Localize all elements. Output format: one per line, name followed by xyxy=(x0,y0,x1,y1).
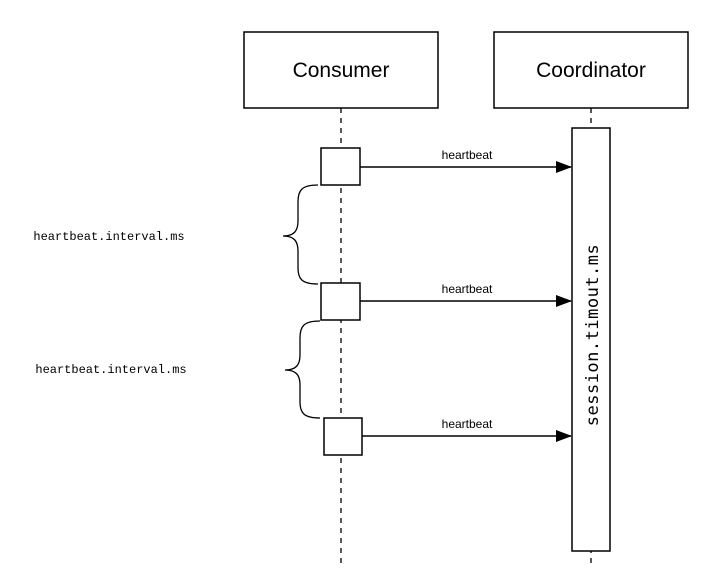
session-timeout-label: session.timout.ms xyxy=(583,244,603,427)
heartbeat-label-2: heartbeat xyxy=(442,282,493,296)
heartbeat-label-1: heartbeat xyxy=(442,148,493,162)
interval-brace-1: heartbeat.interval.ms xyxy=(33,184,319,285)
interval-label-1: heartbeat.interval.ms xyxy=(33,230,184,244)
interval-label-2: heartbeat.interval.ms xyxy=(35,363,186,377)
curly-brace-2 xyxy=(284,320,321,419)
consumer-activation-2 xyxy=(320,282,361,321)
consumer-activation-3 xyxy=(323,417,363,456)
heartbeat-message-3: heartbeat xyxy=(323,417,572,456)
consumer-label: Consumer xyxy=(293,59,390,82)
coordinator-label: Coordinator xyxy=(536,59,646,82)
heartbeat-message-2: heartbeat xyxy=(320,282,572,321)
session-timeout-activation xyxy=(571,127,611,552)
heartbeat-label-3: heartbeat xyxy=(442,417,493,431)
consumer-activation-1 xyxy=(320,147,361,186)
coordinator-participant: Coordinator xyxy=(493,31,689,109)
interval-brace-2: heartbeat.interval.ms xyxy=(35,320,321,419)
consumer-participant: Consumer xyxy=(243,31,439,109)
heartbeat-message-1: heartbeat xyxy=(320,147,572,186)
curly-brace-1 xyxy=(282,184,319,285)
